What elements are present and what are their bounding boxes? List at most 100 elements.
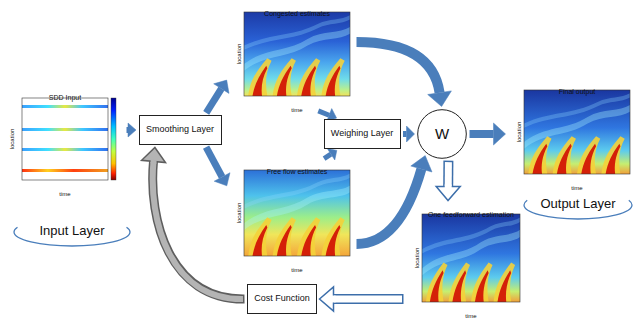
heat-bands [524, 93, 630, 148]
heatmap-plot: Free flow estimates location time [228, 160, 354, 270]
arrow-shaft [206, 89, 221, 113]
axis-label-holder: location [228, 203, 244, 224]
arrow-head [407, 126, 415, 142]
plot-frame [22, 98, 108, 180]
axis-label: time [465, 313, 476, 319]
process-box: Cost Function [247, 284, 317, 314]
flow-arrow [357, 42, 452, 107]
flow-arrow [357, 156, 433, 244]
arrow-shaft [443, 161, 453, 187]
arrow-head [436, 186, 460, 200]
arrow-head [494, 123, 506, 145]
arrow-head [428, 91, 452, 107]
arrow-head [320, 287, 334, 311]
axis-label-holder: location [1, 129, 17, 150]
weight-symbol: W [435, 126, 449, 143]
plot-title: Free flow estimates [267, 168, 328, 175]
arrow-head [142, 148, 166, 163]
plot-title-holder: SDD Input [49, 87, 81, 103]
layer-label: Input Layer [39, 223, 104, 238]
heat-streaks [528, 136, 624, 174]
axis-label-holder: location [508, 122, 524, 143]
flow-arrow [320, 287, 404, 311]
arrow-head [327, 148, 337, 160]
flow-arrow [403, 126, 415, 142]
layer-bracket [127, 227, 131, 232]
axis-label: location [9, 129, 15, 150]
arrow-shaft [470, 130, 494, 138]
plot-title: SDD Input [49, 94, 81, 101]
heatmap-plot: Final output location time [508, 80, 638, 188]
heat-bands [422, 218, 520, 276]
box-label: Smoothing Layer [146, 125, 214, 135]
heat-streaks [426, 262, 515, 302]
flow-arrow [127, 123, 137, 137]
box-label: Weighing Layer [331, 129, 393, 139]
arrow-head [214, 80, 229, 93]
plot-title: Final output [559, 88, 596, 95]
plot-area [244, 12, 350, 96]
axis-label-holder: time [571, 177, 582, 193]
plot-title-holder: One feedforward estimation [428, 204, 514, 220]
axis-label: time [59, 191, 70, 197]
flow-arrow [324, 148, 337, 160]
axis-label: time [571, 185, 582, 191]
heat-streaks [248, 217, 344, 256]
heat-streaks [248, 58, 344, 96]
axis-label: time [291, 267, 302, 273]
flow-arrow [470, 123, 506, 145]
sensor-strip [22, 148, 108, 151]
plot-title-holder: Free flow estimates [267, 161, 328, 177]
heat-bands [244, 15, 350, 70]
layer-bracket [14, 227, 18, 232]
plot-frame [524, 90, 630, 174]
axis-label: location [414, 248, 420, 269]
sensor-strip [22, 128, 108, 131]
plot-area [524, 90, 630, 174]
axis-label-holder: time [291, 259, 302, 275]
arrow-shaft [334, 294, 404, 304]
arrow-shaft-inner [153, 161, 243, 299]
plot-title: Congested estimates [264, 10, 330, 17]
arrow-head [214, 173, 230, 186]
plot-area [422, 214, 520, 302]
colorbar [111, 98, 116, 180]
flow-arrow [142, 148, 245, 300]
axis-label: location [236, 44, 242, 65]
weight-node: W [417, 109, 467, 159]
process-box: Weighing Layer [324, 119, 401, 149]
arrow-joint [445, 185, 452, 189]
axis-label-holder: location [406, 248, 422, 269]
arrow-shaft [318, 111, 329, 115]
plot-frame [244, 170, 350, 256]
axis-label-holder: location [228, 44, 244, 65]
sensor-strip [22, 169, 108, 172]
heat-bands [244, 173, 350, 230]
plot-area [244, 170, 350, 256]
arrow-joint [150, 160, 156, 164]
axis-label: location [236, 203, 242, 224]
plot-title: One feedforward estimation [428, 211, 514, 218]
flow-arrow [206, 147, 230, 186]
axis-label-holder: time [59, 183, 70, 199]
arrow-head [411, 156, 432, 172]
heatmap-plot: One feedforward estimation location time [406, 203, 524, 322]
axis-label: time [291, 107, 302, 113]
heatmap-plot: Congested estimates location time [228, 2, 354, 110]
arrow-shaft [153, 161, 245, 299]
flow-arrow [436, 161, 460, 201]
axis-label-holder: time [291, 99, 302, 115]
plot-title-holder: Final output [559, 81, 596, 97]
heatmap-plot: SDD Input location time [4, 86, 124, 198]
layer-label-holder: Input Layer [39, 221, 104, 239]
arrow-head [128, 123, 136, 137]
layer-bracket [629, 200, 632, 205]
box-label: Cost Function [254, 294, 310, 304]
process-box: Smoothing Layer [139, 115, 222, 145]
circle-shape [418, 110, 467, 159]
layer-label-holder: Output Layer [540, 194, 615, 212]
arrow-shaft-inner [445, 162, 452, 186]
